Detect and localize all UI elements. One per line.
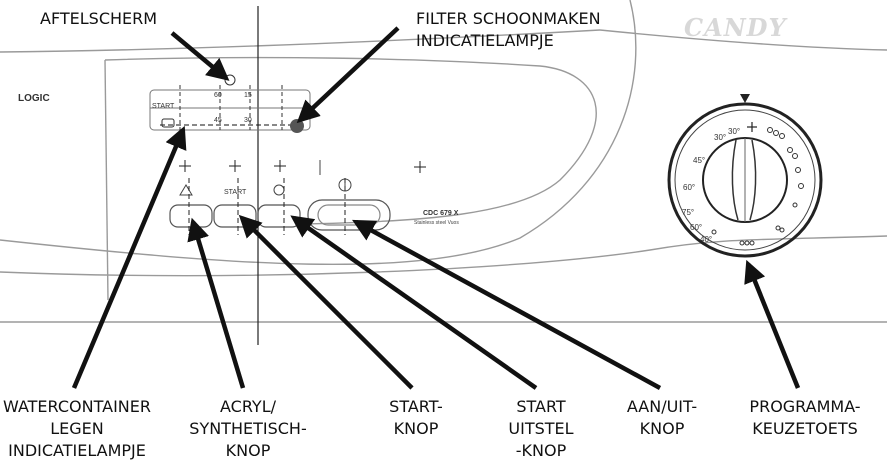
delay-start-button[interactable]: [257, 204, 301, 228]
label-aanuit-line1: AAN/UIT-: [626, 397, 698, 416]
label-acryl-line1: ACRYL/: [219, 397, 276, 416]
arrow-aftelscherm: [170, 31, 230, 81]
acryl-button[interactable]: [169, 204, 213, 228]
arrow-water: [71, 125, 187, 389]
dial-temp-30b: 30°: [728, 127, 740, 136]
label-acryl-line3: KNOP: [225, 441, 271, 460]
label-programma-line1: PROGRAMMA-: [749, 397, 861, 416]
label-programma: PROGRAMMA- KEUZETOETS: [740, 396, 870, 440]
label-start-line2: KNOP: [393, 419, 439, 438]
dial-tick: [747, 122, 757, 132]
button-icons: [179, 160, 352, 196]
label-programma-line2: KEUZETOETS: [752, 419, 858, 438]
label-acryl: ACRYL/ SYNTHETISCH- KNOP: [178, 396, 318, 462]
delay-icon: [273, 184, 285, 196]
arrow-programma: [744, 259, 801, 389]
panel-start-label: START: [152, 103, 175, 110]
dial-temp-75: 75°: [682, 208, 694, 217]
panel-outer-curve: [0, 0, 637, 266]
timer-mark-60: 60: [214, 92, 222, 99]
label-water-line2: LEGEN: [50, 419, 104, 438]
timer-mark-15: 15: [244, 92, 252, 99]
dial-temp-60a: 60°: [690, 223, 702, 232]
logic-label: LOGIC: [18, 93, 50, 104]
left-panel-divider: [104, 59, 109, 301]
label-start-line1: START-: [389, 397, 443, 416]
label-uitstel-line2: UITSTEL: [508, 419, 574, 438]
timer-mark-30: 30: [244, 117, 252, 124]
label-water-line3: INDICATIELAMPJE: [8, 441, 146, 460]
dial-temp-30a: 30°: [714, 133, 726, 142]
arrow-acryl: [187, 217, 246, 389]
panel-top-edge: [0, 29, 601, 53]
dial-temp-60b: 60°: [683, 183, 695, 192]
label-water-line1: WATERCONTAINER: [3, 397, 151, 416]
label-aanuit: AAN/UIT- KNOP: [614, 396, 710, 440]
label-filter: FILTER SCHOONMAKEN INDICATIELAMPJE: [416, 8, 601, 52]
dial-markers: [711, 127, 804, 246]
arrow-uitstel: [290, 215, 538, 390]
label-filter-line2: INDICATIELAMPJE: [416, 31, 554, 50]
label-filter-line1: FILTER SCHOONMAKEN: [416, 9, 601, 28]
label-uitstel-line3: -KNOP: [515, 441, 567, 460]
dial-temp-40: 40°: [700, 235, 712, 244]
panel-upper-right: [599, 29, 887, 51]
arrow-start: [238, 214, 414, 390]
label-aftelscherm: AFTELSCHERM: [40, 8, 157, 30]
label-uitstel: START UITSTEL -KNOP: [496, 396, 586, 462]
power-button-inner: [317, 204, 381, 226]
label-aftelscherm-text: AFTELSCHERM: [40, 9, 158, 28]
label-uitstel-line1: START: [516, 397, 566, 416]
dial-pointer-triangle: [740, 94, 750, 103]
acryl-icon: [179, 184, 193, 196]
crosshair-marks: [179, 160, 426, 173]
panel-inner-curve: [104, 56, 597, 225]
panel-lower-curve: [0, 235, 887, 277]
program-selector-dial[interactable]: [667, 102, 823, 258]
start-button-label: START: [224, 189, 247, 196]
label-aanuit-line2: KNOP: [639, 419, 685, 438]
label-start: START- KNOP: [376, 396, 456, 440]
timer-mark-45: 45: [214, 117, 222, 124]
label-acryl-line2: SYNTHETISCH-: [189, 419, 307, 438]
water-container-lamp-icon: [161, 118, 175, 128]
model-subtitle: Stainless steel Vuos: [414, 220, 459, 226]
model-name: CDC 679 X: [423, 210, 459, 217]
arrow-aanuit: [352, 219, 662, 390]
brand-logo: CANDY: [684, 13, 788, 42]
dial-temp-45: 45°: [693, 156, 705, 165]
power-button[interactable]: [307, 199, 391, 231]
arrow-filter: [296, 26, 400, 124]
label-watercontainer: WATERCONTAINER LEGEN INDICATIELAMPJE: [2, 396, 152, 462]
